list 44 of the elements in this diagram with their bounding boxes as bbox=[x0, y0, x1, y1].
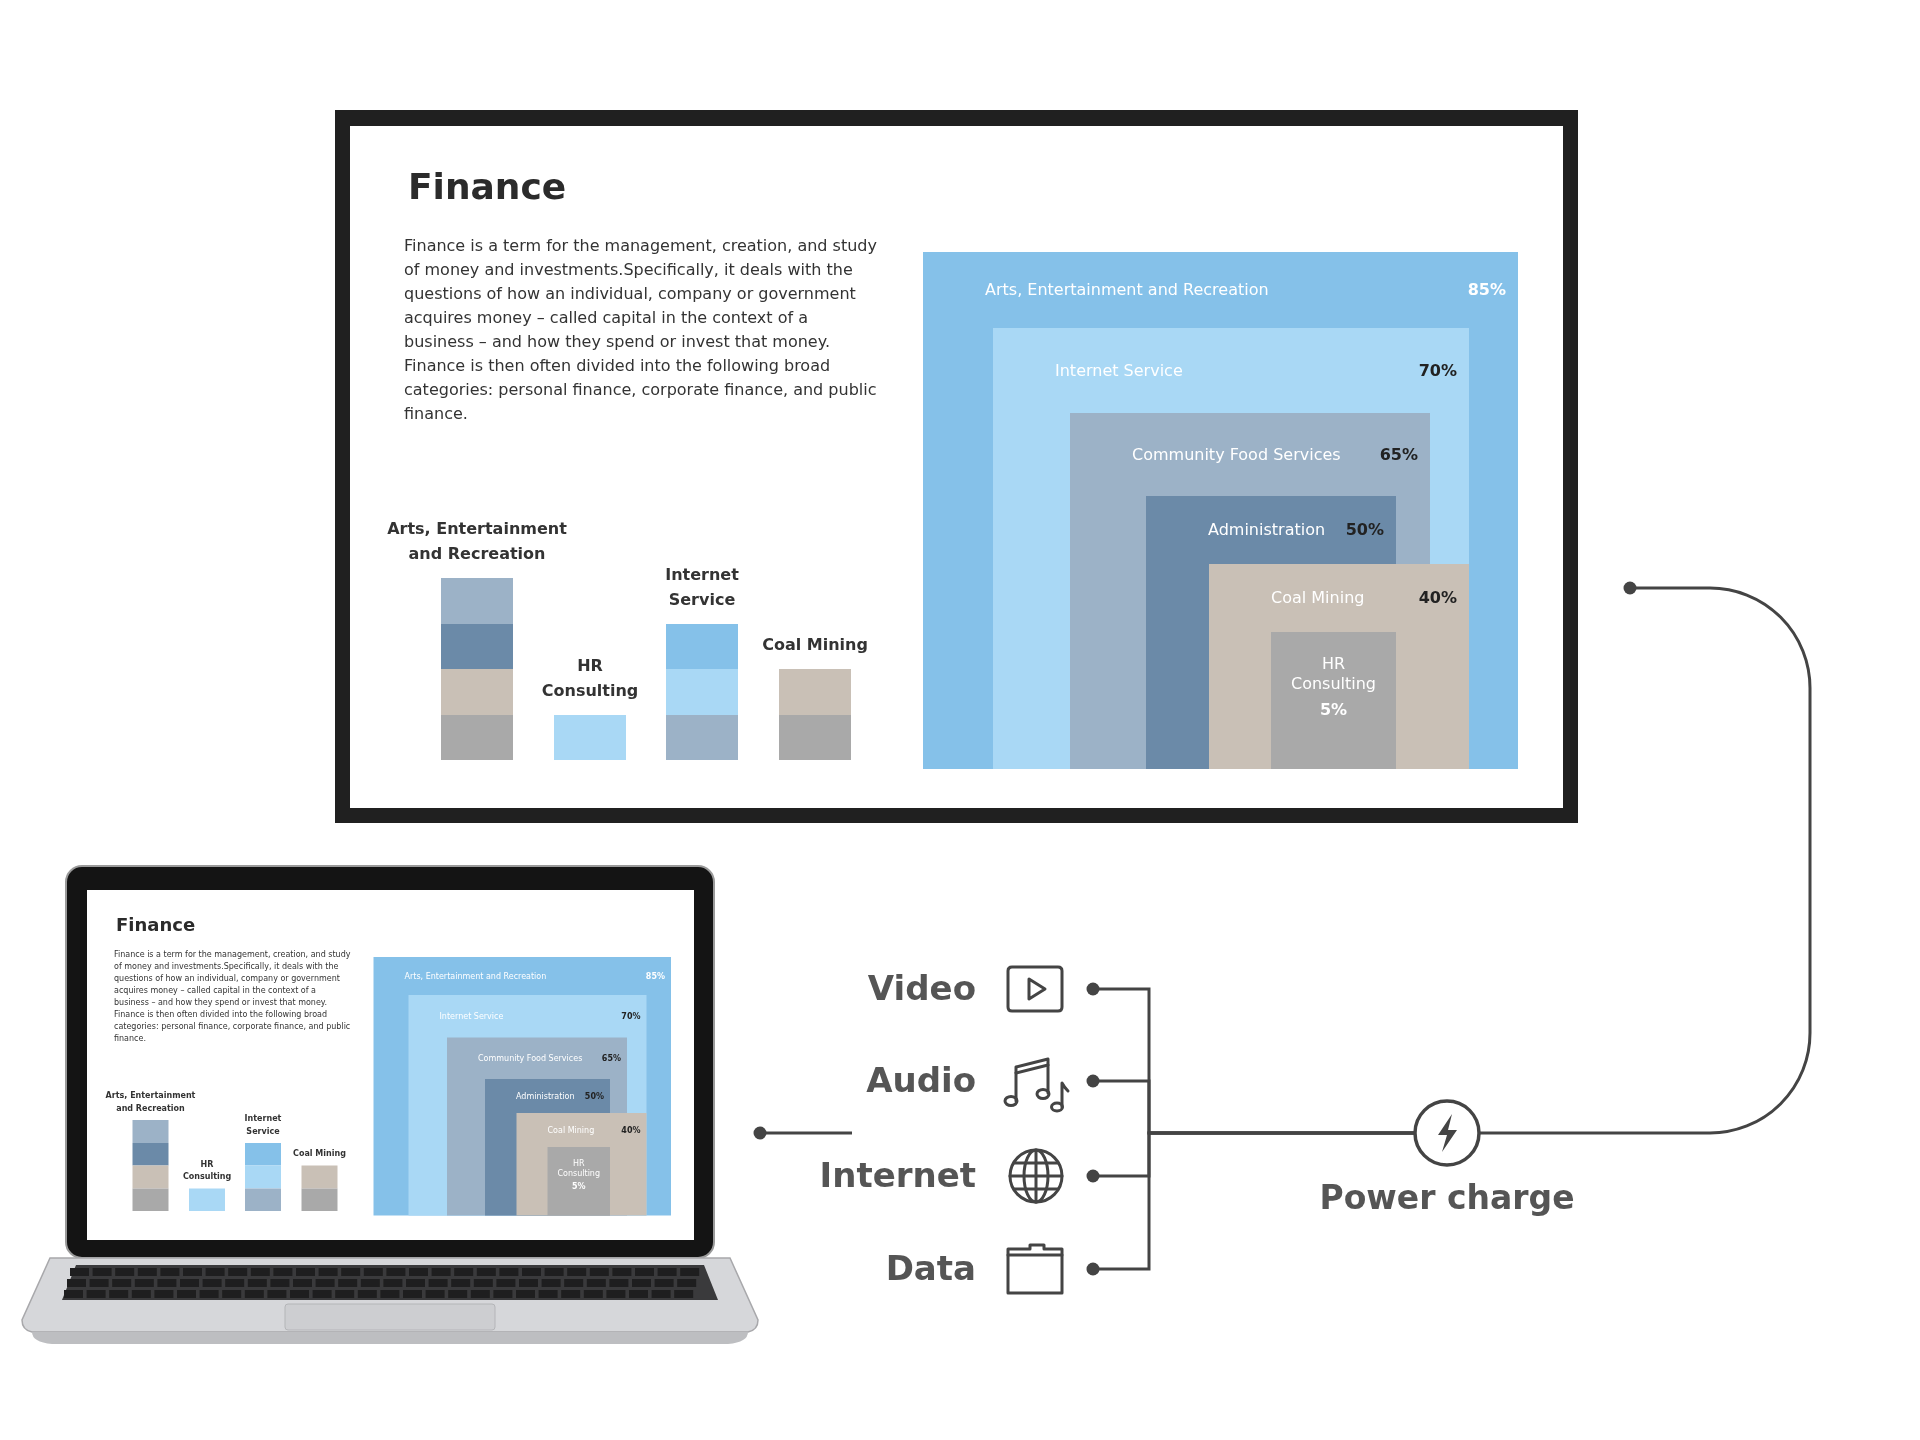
paragraph: Finance is a term for the management, creation, and study of money and investments.Specifically, it deals with the questions of how an individual, company or government acquires money – called capital in the context of a business – and how they spend or invest that money. Finance is then often divided into the following broad categories: personal finance, corporate finance, and public finance. bbox=[114, 948, 352, 1044]
bar-label: Coal Mining bbox=[761, 634, 869, 656]
connector-line bbox=[1086, 1131, 1414, 1276]
media-label: Audio bbox=[866, 1059, 976, 1102]
power-label: Power charge bbox=[1318, 1177, 1576, 1219]
connector-line bbox=[1480, 581, 1812, 1135]
chart-label: Community Food Services bbox=[478, 1053, 583, 1064]
percent-label: 70% bbox=[621, 1011, 641, 1022]
bar-label: HR Consulting bbox=[181, 1157, 233, 1183]
chart-label: Coal Mining bbox=[547, 1125, 595, 1135]
percent-label: 50% bbox=[1345, 520, 1384, 540]
media-label: Internet bbox=[819, 1154, 976, 1197]
percent-label: 85% bbox=[645, 971, 665, 981]
chart-label: Community Food Services bbox=[1132, 444, 1341, 465]
percent-label: 85% bbox=[1467, 280, 1506, 300]
percent-label: 5% bbox=[570, 1181, 587, 1191]
percent-label: 65% bbox=[601, 1053, 621, 1064]
percent-label: 40% bbox=[621, 1125, 641, 1135]
percent-label: 65% bbox=[1379, 444, 1418, 465]
chart-label: HR Consulting bbox=[556, 1158, 601, 1178]
chart-label: Administration bbox=[516, 1091, 575, 1101]
bar-label: Internet Service bbox=[243, 1112, 283, 1137]
media-label: Data bbox=[885, 1247, 976, 1290]
chart-label: Administration bbox=[1208, 520, 1326, 540]
slide-heading: Finance bbox=[408, 166, 567, 207]
bar-label: Arts, Entertainment and Recreation bbox=[104, 1089, 197, 1114]
chart-label: Arts, Entertainment and Recreation bbox=[985, 280, 1269, 300]
slide-heading: Finance bbox=[116, 914, 196, 935]
paragraph: Finance is a term for the management, creation, and study of money and investments.Specifically, it deals with the questions of how an individual, company or government acquires money – called capital in the context of a business – and how they spend or invest that money. Finance is then often divided into the following broad categories: personal finance, corporate finance, and public finance. bbox=[404, 235, 878, 425]
chart-label: Arts, Entertainment and Recreation bbox=[404, 971, 547, 981]
connector-line bbox=[753, 1126, 852, 1140]
bar-label: HR Consulting bbox=[540, 654, 640, 702]
chart-label: Internet Service bbox=[1055, 360, 1183, 381]
chart-label: HR Consulting bbox=[1289, 654, 1377, 694]
media-label: Video bbox=[867, 967, 976, 1010]
bar-label: Internet Service bbox=[664, 563, 740, 611]
percent-label: 70% bbox=[1418, 360, 1457, 381]
percent-label: 40% bbox=[1418, 588, 1457, 608]
chart-label: Internet Service bbox=[439, 1011, 504, 1022]
chart-label: Coal Mining bbox=[1271, 588, 1365, 608]
bar-label: Arts, Entertainment and Recreation bbox=[386, 518, 568, 565]
percent-label: 50% bbox=[584, 1091, 604, 1101]
bar-label: Coal Mining bbox=[292, 1147, 347, 1160]
percent-label: 5% bbox=[1318, 700, 1349, 720]
